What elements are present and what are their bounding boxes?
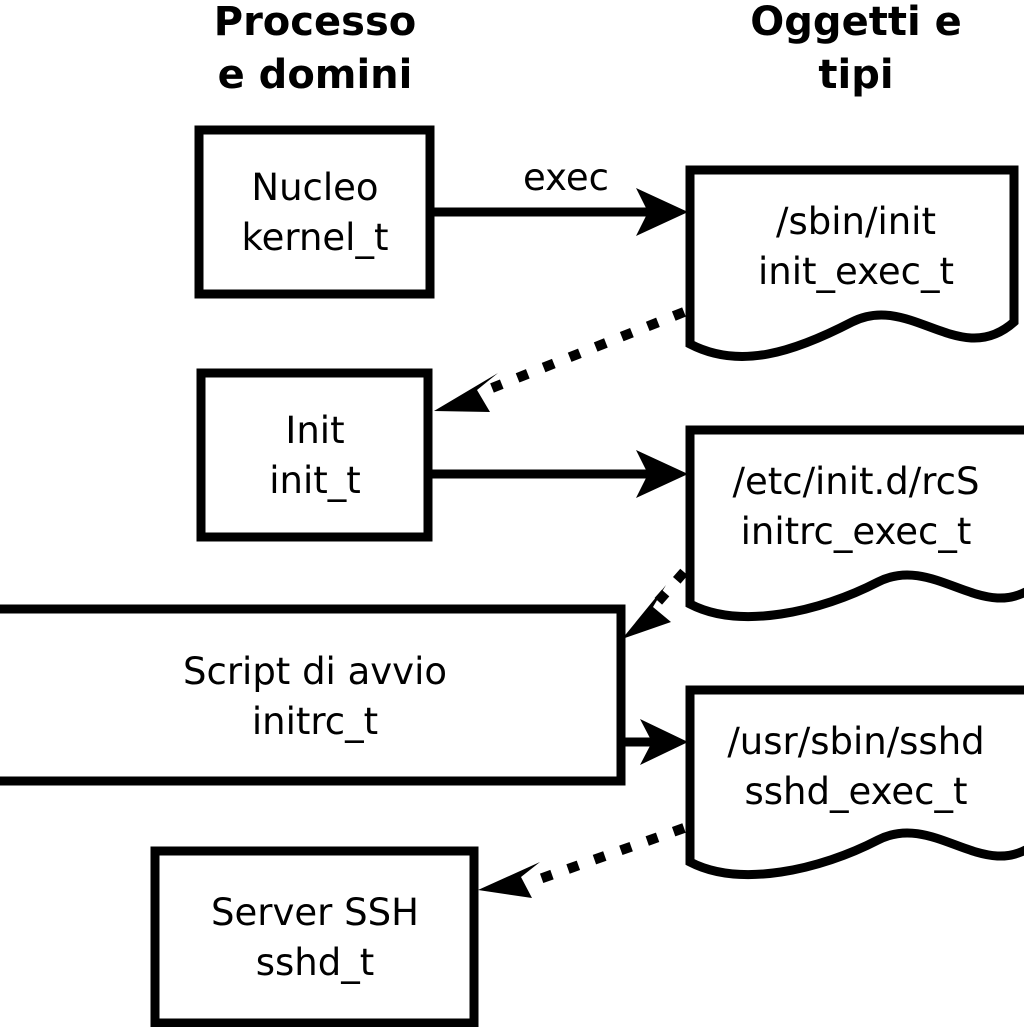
node-init[interactable]: Init init_t xyxy=(196,368,433,542)
node-initrc-box[interactable] xyxy=(0,604,626,786)
node-initrc-label-line2: initrc_t xyxy=(252,700,378,743)
node-initrc_exec-label-line2: initrc_exec_t xyxy=(741,510,972,553)
node-sshd_exec-label-line1: /usr/sbin/sshd xyxy=(727,720,984,763)
edge-initrc-exec-sshd_exec xyxy=(625,719,688,765)
node-init_exec[interactable]: /sbin/init init_exec_t xyxy=(685,165,1019,361)
edge-line xyxy=(490,307,686,393)
node-sshd_exec[interactable]: /usr/sbin/sshd sshd_exec_t xyxy=(685,685,1024,880)
node-initrc[interactable]: Script di avvio initrc_t xyxy=(0,604,626,786)
node-kernel-label-line1: Nucleo xyxy=(251,166,378,209)
edge-sshd_exec-transition-sshd xyxy=(478,823,686,898)
edge-line xyxy=(532,823,686,886)
node-initrc_exec[interactable]: /etc/init.d/rcS initrc_exec_t xyxy=(685,425,1024,622)
edge-init-exec-initrc_exec xyxy=(432,450,688,498)
edge-label-exec: exec xyxy=(523,156,609,199)
column-header-processes-line2: e domini xyxy=(218,52,413,98)
node-sshd[interactable]: Server SSH sshd_t xyxy=(150,846,479,1027)
column-header-objects: Oggetti e tipi xyxy=(750,0,961,98)
column-header-objects-line1: Oggetti e xyxy=(750,0,961,45)
node-init_exec-label-line2: init_exec_t xyxy=(758,250,954,293)
node-sshd-label-line2: sshd_t xyxy=(256,941,375,984)
arrow-head-icon xyxy=(478,862,540,898)
edge-kernel-exec-init_exec: exec xyxy=(434,156,688,236)
arrow-head-icon xyxy=(622,585,671,639)
node-sshd_exec-document-shape[interactable] xyxy=(685,685,1024,880)
node-kernel[interactable]: Nucleo kernel_t xyxy=(194,125,435,299)
edge-initrc_exec-transition-initrc xyxy=(622,568,688,639)
arrow-head-icon xyxy=(640,719,688,765)
node-init_exec-document-shape[interactable] xyxy=(685,165,1019,361)
edge-line xyxy=(652,568,688,608)
node-initrc_exec-label-line1: /etc/init.d/rcS xyxy=(732,460,979,503)
node-init-box[interactable] xyxy=(196,368,433,542)
node-sshd-box[interactable] xyxy=(150,846,479,1027)
node-sshd_exec-label-line2: sshd_exec_t xyxy=(745,770,968,813)
arrow-head-icon xyxy=(636,450,688,498)
column-header-processes-line1: Processo xyxy=(214,0,416,45)
node-init-label-line1: Init xyxy=(285,409,344,452)
column-header-processes: Processo e domini xyxy=(214,0,416,98)
node-initrc_exec-document-shape[interactable] xyxy=(685,425,1024,622)
column-header-objects-line2: tipi xyxy=(818,52,893,98)
edge-init_exec-transition-init xyxy=(434,307,686,412)
node-init-label-line2: init_t xyxy=(269,459,361,502)
node-kernel-label-line2: kernel_t xyxy=(242,216,389,259)
node-init_exec-label-line1: /sbin/init xyxy=(776,200,936,243)
node-kernel-box[interactable] xyxy=(194,125,435,299)
arrow-head-icon xyxy=(434,373,498,412)
arrow-head-icon xyxy=(636,188,688,236)
node-initrc-label-line1: Script di avvio xyxy=(183,650,447,693)
node-sshd-label-line1: Server SSH xyxy=(211,891,419,934)
